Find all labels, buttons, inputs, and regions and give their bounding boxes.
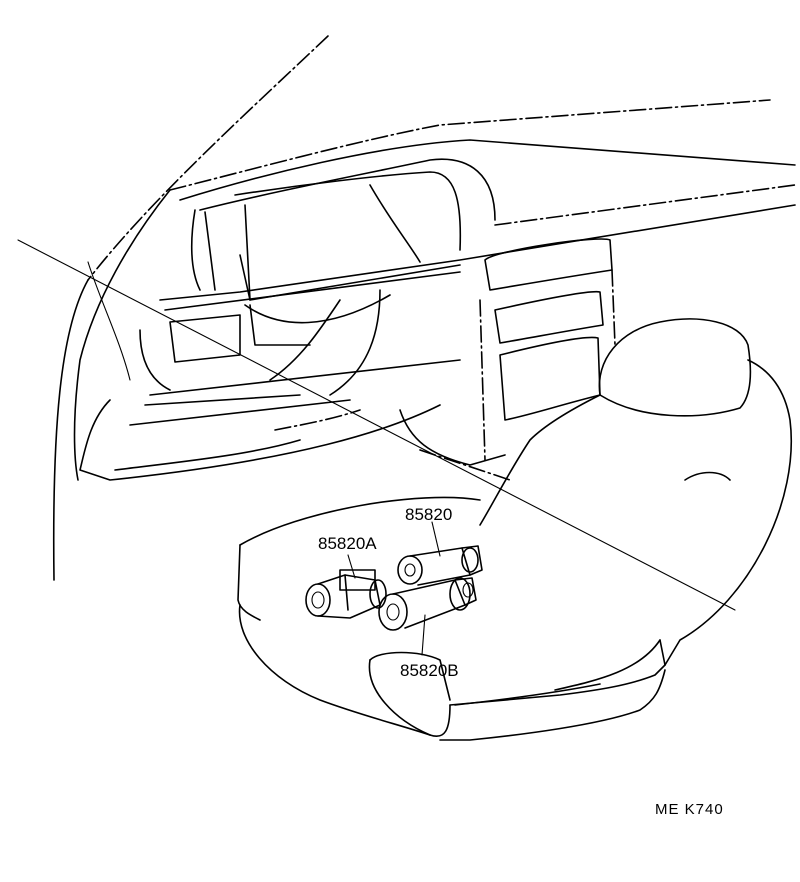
callout-85820b: 85820B bbox=[400, 661, 459, 680]
callout-leaders bbox=[347, 521, 441, 656]
part-85820a-switch bbox=[305, 569, 387, 619]
part-85820-switch bbox=[397, 545, 483, 586]
leader-line-axis bbox=[17, 239, 736, 611]
part-85820b-switch bbox=[378, 577, 477, 631]
diagram-reference-code: ME K740 bbox=[655, 801, 724, 818]
seat-outline bbox=[237, 318, 792, 741]
callout-85820a: 85820A bbox=[318, 534, 377, 553]
a-pillar-outline bbox=[52, 35, 329, 581]
callout-85820: 85820 bbox=[405, 505, 453, 524]
dashboard-outline bbox=[79, 99, 796, 481]
